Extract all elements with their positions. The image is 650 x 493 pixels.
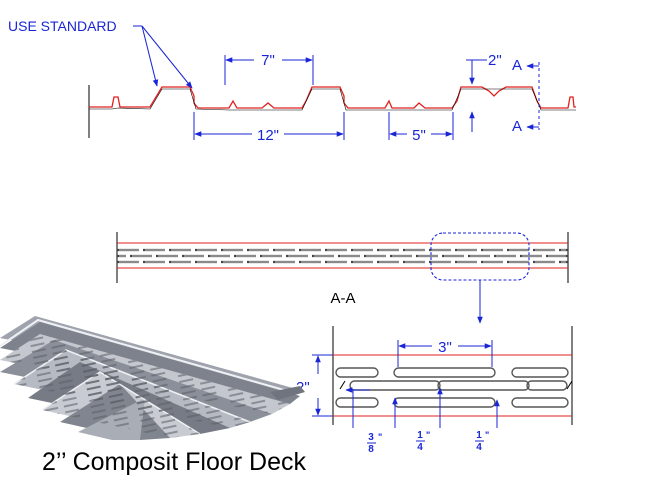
section-a-a-label: A-A xyxy=(330,290,355,307)
detail-slots xyxy=(335,367,569,408)
dim-7-label: 7" xyxy=(261,52,275,69)
break-marks xyxy=(339,380,573,390)
deck-panel-image xyxy=(0,316,305,440)
svg-text:3: 3 xyxy=(368,432,374,443)
fraction-3-8: 3 8 " xyxy=(367,432,382,455)
fraction-1-4-a: 1 4 " xyxy=(416,430,430,453)
note-arrow-1 xyxy=(141,25,159,87)
frac1-leader xyxy=(352,389,370,428)
figure-caption: 2’’ Composit Floor Deck xyxy=(42,448,306,476)
svg-text:": " xyxy=(485,430,489,440)
slot-detail: 3" 2" 3 8 " 1 4 " 1 4 xyxy=(296,326,573,455)
section-marker-top: A xyxy=(512,57,522,74)
svg-text:1: 1 xyxy=(417,430,423,441)
dim-12-label: 12" xyxy=(257,127,279,144)
svg-text:4: 4 xyxy=(417,442,423,453)
note-arrow-2 xyxy=(141,25,193,89)
svg-text:": " xyxy=(378,432,382,442)
deck-profile-line xyxy=(89,86,576,109)
svg-text:1: 1 xyxy=(476,430,482,441)
svg-text:8: 8 xyxy=(368,444,374,455)
dim-3-label: 3" xyxy=(438,339,452,356)
section-slot-rows xyxy=(117,248,568,264)
section-marker-bottom: A xyxy=(512,118,522,135)
use-standard-note: USE STANDARD xyxy=(8,18,117,34)
deck-profile-inner-line xyxy=(89,88,576,111)
fraction-1-4-b: 1 4 " xyxy=(475,430,489,453)
svg-text:": " xyxy=(426,430,430,440)
section-a-a: A-A xyxy=(116,232,569,324)
dim-5-label: 5" xyxy=(412,127,426,144)
dim-2-label: 2" xyxy=(488,52,502,69)
svg-text:4: 4 xyxy=(476,442,482,453)
deck-profile: USE STANDARD 7" 12" 5" 2" A A xyxy=(8,18,576,144)
